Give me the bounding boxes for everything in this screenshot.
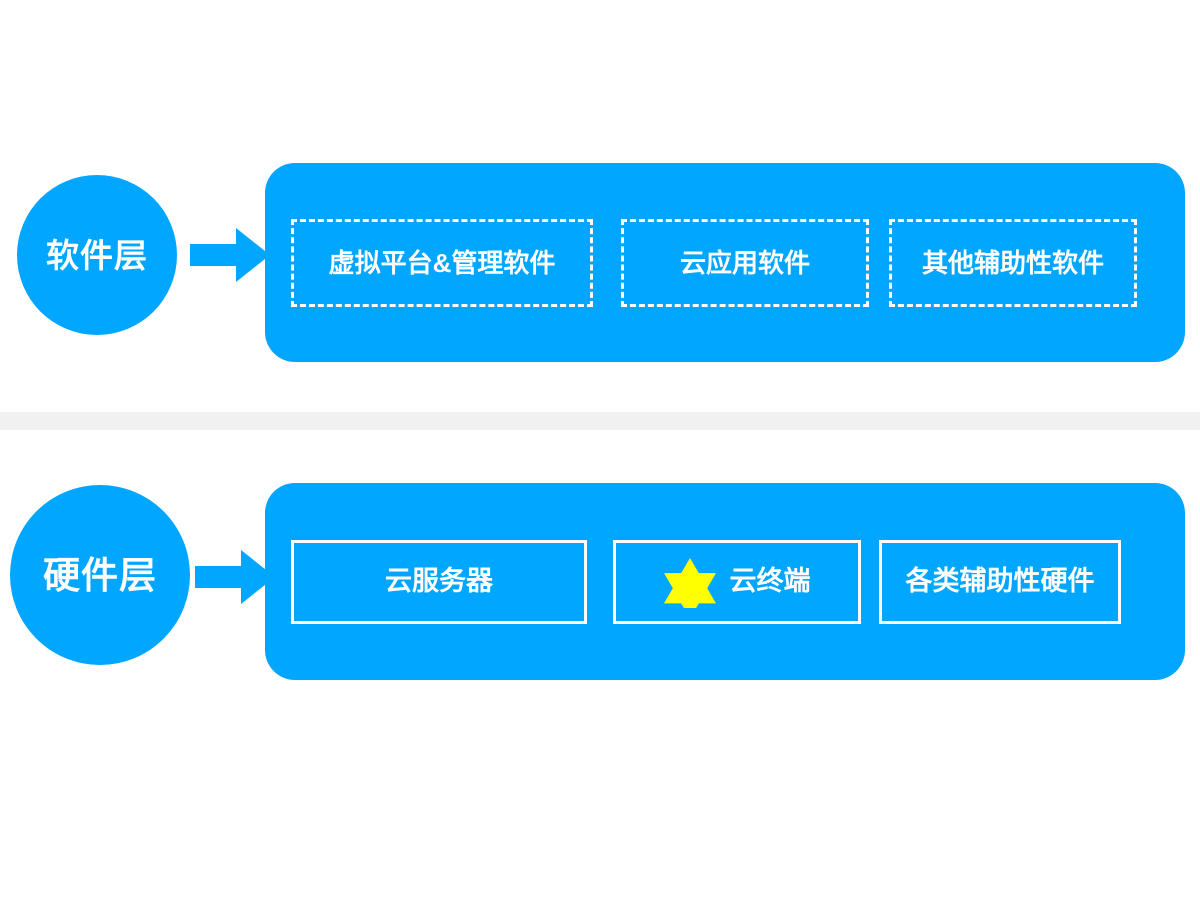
right-arrow-icon	[190, 228, 270, 282]
component-box-label: 云服务器	[385, 566, 493, 596]
component-box-cloud-server[interactable]: 云服务器	[291, 539, 587, 624]
component-box-cloud-terminal[interactable]: 云终端	[613, 539, 861, 624]
component-box-label: 各类辅助性硬件	[905, 566, 1095, 596]
layer-container-software: 虚拟平台&管理软件 云应用软件 其他辅助性软件	[265, 163, 1185, 362]
right-arrow-icon	[195, 550, 275, 604]
six-pointed-star-icon	[663, 557, 716, 608]
component-box-label: 云应用软件	[679, 247, 810, 278]
layer-container-hardware: 云服务器 云终端 各类辅助性硬件	[265, 483, 1185, 680]
component-box-virtual-platform-management-software[interactable]: 虚拟平台&管理软件	[291, 218, 593, 307]
layer-circle-hardware[interactable]: 硬件层	[10, 485, 190, 665]
component-box-label: 虚拟平台&管理软件	[328, 247, 556, 278]
section-divider	[0, 412, 1200, 430]
component-box-cloud-application-software[interactable]: 云应用软件	[621, 218, 869, 307]
component-box-label: 云终端	[729, 566, 811, 596]
component-box-other-auxiliary-software[interactable]: 其他辅助性软件	[889, 218, 1137, 307]
layer-circle-software[interactable]: 软件层	[17, 175, 177, 335]
component-box-label: 其他辅助性软件	[921, 247, 1104, 278]
layer-circle-hardware-label: 硬件层	[43, 554, 157, 596]
component-box-auxiliary-hardware[interactable]: 各类辅助性硬件	[879, 539, 1121, 624]
layer-circle-software-label: 软件层	[46, 236, 148, 274]
